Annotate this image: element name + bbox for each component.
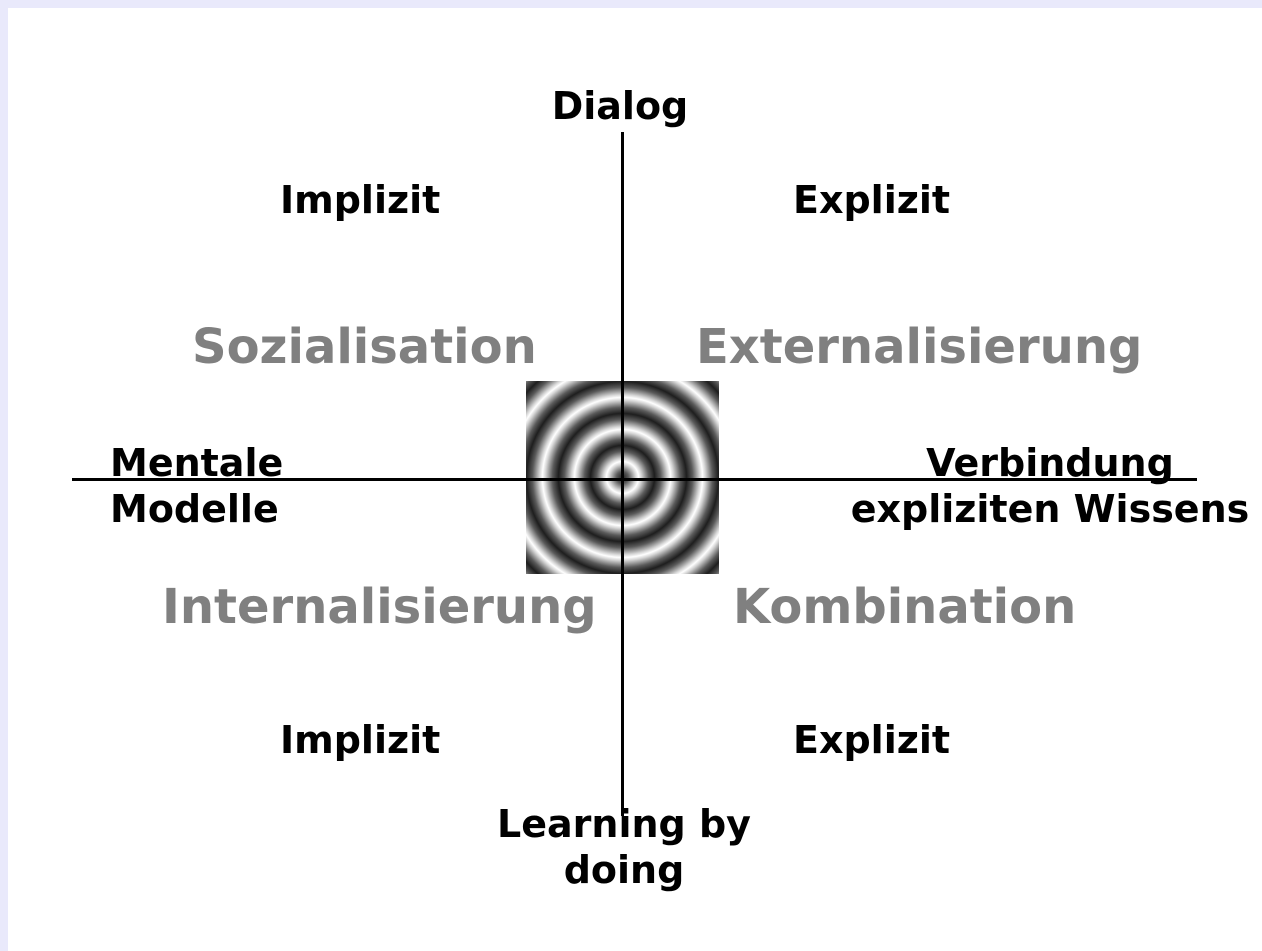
corner-label-top-right: Explizit bbox=[793, 178, 951, 222]
axis-label-right-line2: expliziten Wissens bbox=[850, 487, 1250, 531]
corner-label-bottom-right: Explizit bbox=[793, 718, 951, 762]
axis-label-top: Dialog bbox=[551, 84, 689, 128]
axis-label-left-line2: Modelle bbox=[110, 487, 279, 531]
corner-label-top-left: Implizit bbox=[280, 178, 441, 222]
quadrant-label-combination: Kombination bbox=[733, 579, 1077, 635]
vertical-axis bbox=[621, 132, 624, 816]
axis-label-bottom-line1: Learning by bbox=[497, 802, 751, 846]
axis-label-left: Mentale Modelle bbox=[110, 444, 283, 528]
corner-label-bottom-left: Implizit bbox=[280, 718, 441, 762]
quadrant-label-internalization: Internalisierung bbox=[162, 579, 597, 635]
quadrant-label-socialization: Sozialisation bbox=[192, 319, 537, 375]
axis-label-right: Verbindung expliziten Wissens bbox=[840, 444, 1260, 528]
horizontal-axis bbox=[72, 478, 1197, 481]
axis-label-bottom: Learning by doing bbox=[474, 805, 774, 889]
axis-label-right-line1: Verbindung bbox=[926, 441, 1174, 485]
axis-label-bottom-line2: doing bbox=[563, 848, 685, 892]
seci-diagram: Dialog Learning by doing Mentale Modelle… bbox=[8, 8, 1262, 951]
quadrant-label-externalization: Externalisierung bbox=[696, 319, 1143, 375]
axis-label-left-line1: Mentale bbox=[110, 441, 284, 485]
